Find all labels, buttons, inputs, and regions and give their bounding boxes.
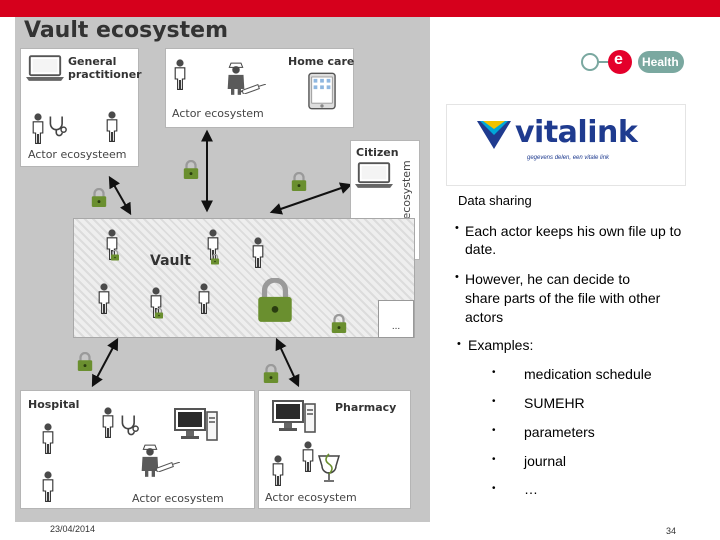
small-lock-icon — [110, 250, 120, 261]
tablet-icon — [308, 72, 336, 110]
lock-icon — [330, 314, 348, 334]
ehealth-logo: e Health — [580, 48, 684, 76]
home-care-label: Home care — [288, 55, 355, 68]
hospital-label: Hospital — [28, 398, 80, 411]
syringe-icon — [152, 462, 180, 472]
small-lock-icon — [210, 254, 220, 265]
vitalink-tagline: gegevens delen, een vitale link — [527, 155, 610, 161]
lock-icon — [76, 352, 94, 372]
citizen-label: Citizen — [356, 146, 399, 159]
example-item: SUMEHR — [524, 395, 585, 411]
example-bullet: • — [492, 425, 496, 436]
ehealth-text: Health — [642, 55, 679, 69]
vitalink-name: vitalink — [515, 115, 638, 150]
bullet-each-actor: Each actor keeps his own file up to date… — [465, 223, 682, 257]
hospital-box — [20, 390, 255, 509]
lock-icon — [290, 172, 308, 192]
computer-icon — [272, 400, 316, 434]
top-accent-bar — [0, 0, 720, 17]
patient-icon — [104, 110, 120, 144]
computer-icon — [174, 408, 218, 442]
slide-date: 23/04/2014 — [50, 524, 96, 534]
stethoscope-icon — [118, 414, 140, 436]
example-item: journal — [524, 453, 567, 469]
vault-lock-icon — [254, 278, 296, 324]
example-item: … — [524, 481, 538, 497]
doctor-icon — [100, 406, 116, 440]
slide-title: Vault ecosystem — [24, 18, 229, 43]
bullet-examples: Examples: — [468, 337, 534, 353]
lock-icon — [262, 364, 280, 384]
vault-person-icon — [196, 282, 212, 316]
pharmacy-symbol-icon — [317, 453, 341, 482]
example-item: parameters — [524, 424, 595, 440]
lock-icon — [182, 160, 200, 180]
doctor-icon — [30, 112, 46, 146]
data-sharing-heading: Data sharing — [458, 193, 532, 208]
vault-person-icon — [96, 282, 112, 316]
example-bullet: • — [492, 483, 496, 494]
bullet-share-parts: However, he can decide to share parts of… — [465, 271, 661, 325]
vault-label: Vault — [150, 253, 191, 269]
slide-page-number: 34 — [666, 526, 677, 536]
patient-icon — [40, 470, 56, 504]
bullet-marker: • — [455, 271, 459, 283]
syringe-icon — [238, 84, 266, 94]
bullet-marker: • — [457, 338, 461, 350]
pharmacy-ecosystem-label: Actor ecosystem — [265, 491, 357, 504]
vitalink-logo: vitalink gegevens delen, een vitale link — [446, 104, 686, 186]
hospital-ecosystem-label: Actor ecosystem — [132, 492, 224, 505]
vault-person-icon — [250, 236, 266, 270]
example-bullet: • — [492, 454, 496, 465]
lock-icon — [90, 188, 108, 208]
laptop-icon — [355, 162, 393, 189]
patient-icon — [270, 454, 286, 488]
small-lock-icon — [154, 308, 164, 319]
nurse-icon — [140, 444, 160, 478]
ehealth-e: e — [614, 51, 623, 68]
general-practitioner-box — [20, 48, 139, 167]
example-bullet: • — [492, 367, 496, 378]
pharmacy-label: Pharmacy — [335, 401, 397, 414]
stethoscope-icon — [46, 115, 68, 137]
pharmacist-icon — [300, 440, 316, 474]
home-care-ecosystem-label: Actor ecosystem — [172, 107, 264, 120]
vault-box — [73, 218, 415, 338]
laptop-icon — [26, 55, 64, 82]
example-bullet: • — [492, 396, 496, 407]
other-actor-box: ... — [378, 300, 414, 338]
general-practitioner-ecosystem-label: Actor ecosysteem — [28, 148, 127, 161]
example-item: medication schedule — [524, 366, 652, 382]
general-practitioner-label: General practitioner — [68, 55, 142, 81]
patient-icon — [40, 422, 56, 456]
bullet-marker: • — [455, 222, 459, 234]
patient-icon — [172, 58, 188, 92]
